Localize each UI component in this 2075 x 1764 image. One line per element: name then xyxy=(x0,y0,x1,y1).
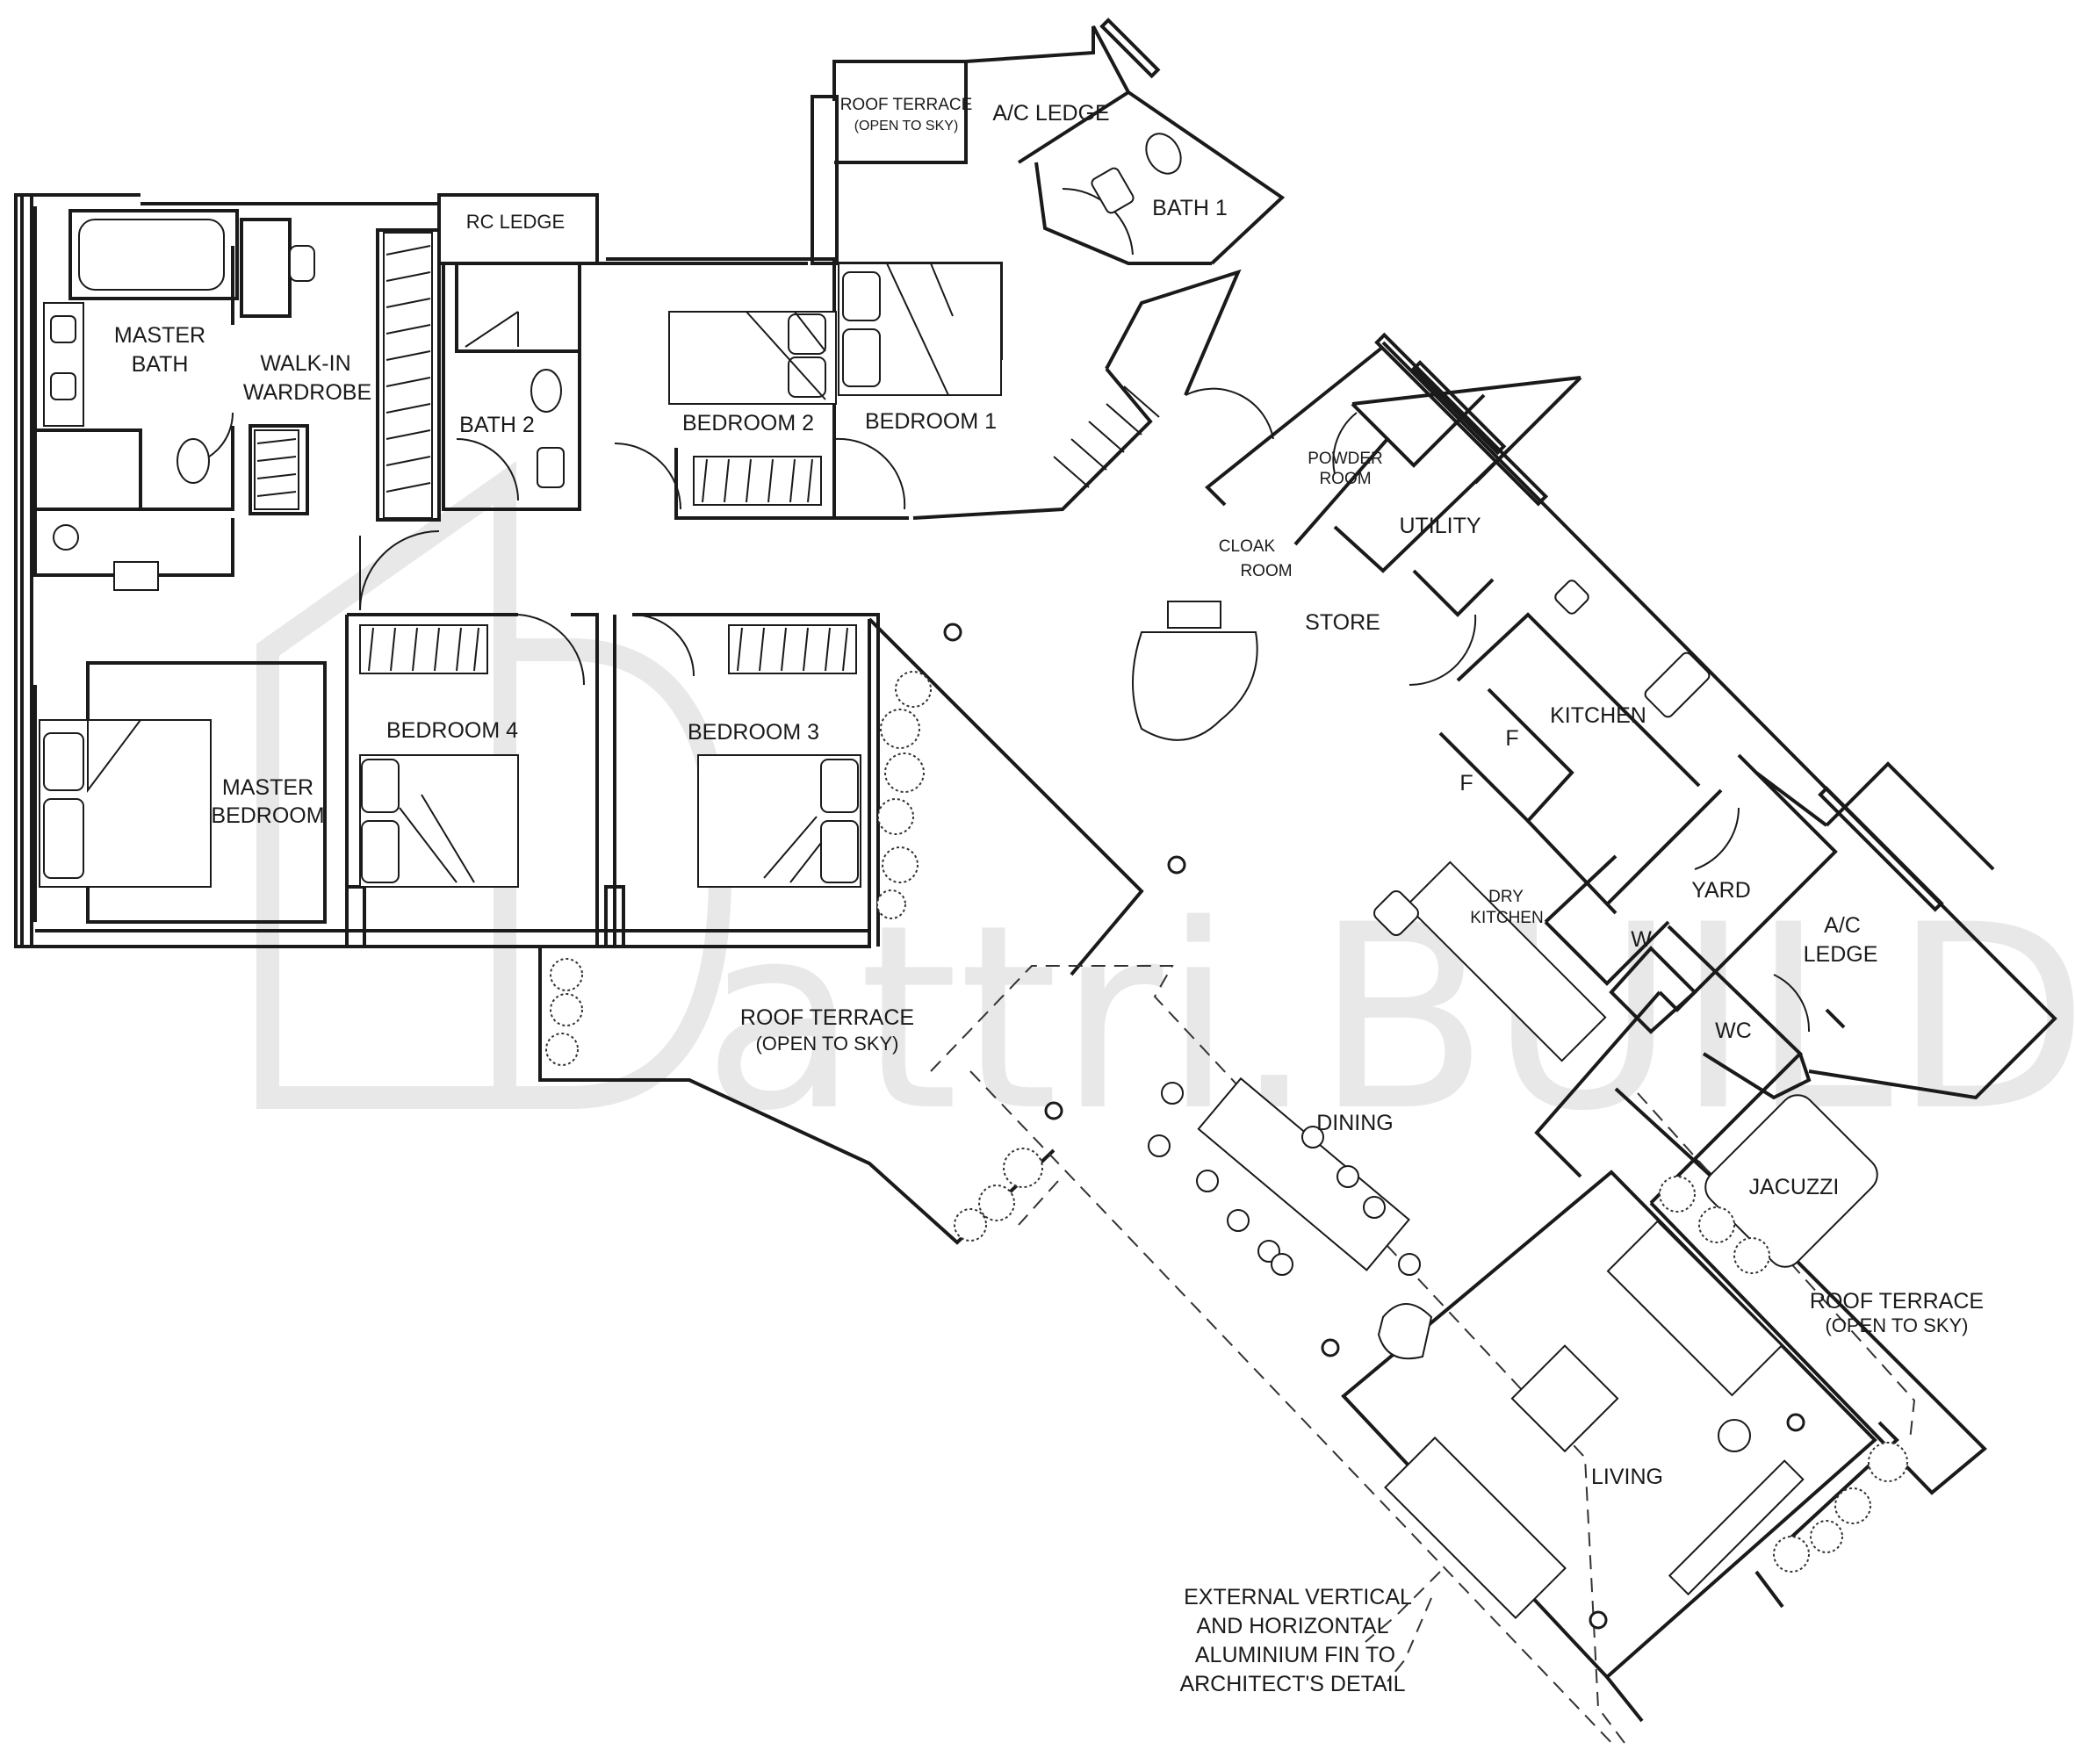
note-line-1: EXTERNAL VERTICAL xyxy=(1184,1585,1412,1609)
label-fridge-1: F xyxy=(1505,726,1518,751)
label-roof-terrace-top-1: ROOF TERRACE xyxy=(840,96,973,114)
tv-console xyxy=(1668,1459,1805,1596)
armchair xyxy=(1377,1303,1433,1360)
label-roof-terrace-top-2: (OPEN TO SKY) xyxy=(854,119,959,133)
foyer-console xyxy=(1132,631,1258,741)
note-leader xyxy=(1387,1597,1432,1682)
bed-bedroom-4 xyxy=(359,754,519,888)
bathtub xyxy=(78,219,225,291)
label-ac-ledge-top: A/C LEDGE xyxy=(992,101,1109,126)
sofa-right xyxy=(1606,1220,1783,1397)
label-store: STORE xyxy=(1305,610,1380,635)
label-walk-in-wardrobe-2: WARDROBE xyxy=(243,380,371,405)
label-ac-ledge-right-2: LEDGE xyxy=(1804,942,1878,967)
label-cloak-room-1: CLOAK xyxy=(1219,537,1276,556)
bed-bedroom-2 xyxy=(668,311,837,405)
dining-table-set xyxy=(1148,1076,1421,1276)
label-bath-1: BATH 1 xyxy=(1152,196,1228,220)
label-dining: DINING xyxy=(1316,1111,1394,1135)
jacuzzi-tub xyxy=(1704,1094,1878,1268)
label-bedroom-2: BEDROOM 2 xyxy=(682,411,814,436)
label-ac-ledge-right-1: A/C xyxy=(1824,913,1861,938)
label-bedroom-3: BEDROOM 3 xyxy=(688,720,819,745)
coffee-table xyxy=(1510,1344,1619,1453)
label-powder-room-1: POWDER xyxy=(1308,450,1383,468)
label-roof-terrace-mid-2: (OPEN TO SKY) xyxy=(755,1033,898,1055)
label-jacuzzi: JACUZZI xyxy=(1749,1175,1840,1199)
label-roof-terrace-mid-1: ROOF TERRACE xyxy=(740,1005,914,1030)
columns xyxy=(943,623,1805,1630)
label-bath-2: BATH 2 xyxy=(459,413,535,437)
wardrobes xyxy=(254,232,1160,674)
doors xyxy=(179,187,1811,1033)
toilet xyxy=(177,438,210,484)
label-master-bedroom-1: MASTER xyxy=(222,775,313,800)
walls xyxy=(14,18,2057,1723)
note-line-2: AND HORIZONTAL xyxy=(1197,1614,1389,1638)
sofa-left xyxy=(1384,1436,1567,1619)
label-bedroom-4: BEDROOM 4 xyxy=(386,718,518,743)
living-furniture xyxy=(1377,1094,1878,1619)
architect-note: EXTERNAL VERTICAL AND HORIZONTAL ALUMINI… xyxy=(1179,1585,1412,1696)
label-roof-terrace-right-2: (OPEN TO SKY) xyxy=(1825,1314,1968,1336)
room-labels: ROOF TERRACE (OPEN TO SKY) A/C LEDGE BAT… xyxy=(114,96,1984,1489)
label-powder-room-2: ROOM xyxy=(1319,470,1371,488)
planters xyxy=(545,671,1908,1573)
label-dry-kitchen-1: DRY xyxy=(1488,888,1524,906)
label-living: LIVING xyxy=(1591,1465,1663,1489)
note-line-4: ARCHITECT'S DETAIL xyxy=(1179,1672,1405,1696)
furniture xyxy=(39,133,1878,1630)
label-fridge-2: F xyxy=(1459,771,1473,796)
label-master-bath-2: BATH xyxy=(132,352,189,377)
floor-lamp xyxy=(1718,1419,1751,1452)
dry-kitchen-island xyxy=(1405,860,1607,1062)
bed-bedroom-3 xyxy=(697,754,861,888)
label-dry-kitchen-2: KITCHEN xyxy=(1470,909,1543,927)
label-bedroom-1: BEDROOM 1 xyxy=(865,409,997,434)
label-cloak-room-2: ROOM xyxy=(1240,562,1292,580)
label-master-bedroom-2: BEDROOM xyxy=(211,803,324,828)
label-rc-ledge: RC LEDGE xyxy=(466,211,565,233)
label-master-bath-1: MASTER xyxy=(114,323,205,348)
label-utility: UTILITY xyxy=(1399,514,1481,538)
note-line-3: ALUMINIUM FIN TO xyxy=(1195,1643,1395,1667)
label-wc: WC xyxy=(1715,1019,1752,1043)
bed-bedroom-1 xyxy=(838,263,1002,396)
label-washer: W xyxy=(1631,927,1652,952)
label-roof-terrace-right-1: ROOF TERRACE xyxy=(1810,1289,1984,1314)
bed-master-bedroom xyxy=(39,719,212,888)
label-walk-in-wardrobe-1: WALK-IN xyxy=(260,351,350,376)
label-yard: YARD xyxy=(1691,878,1751,903)
label-kitchen: KITCHEN xyxy=(1550,703,1646,728)
